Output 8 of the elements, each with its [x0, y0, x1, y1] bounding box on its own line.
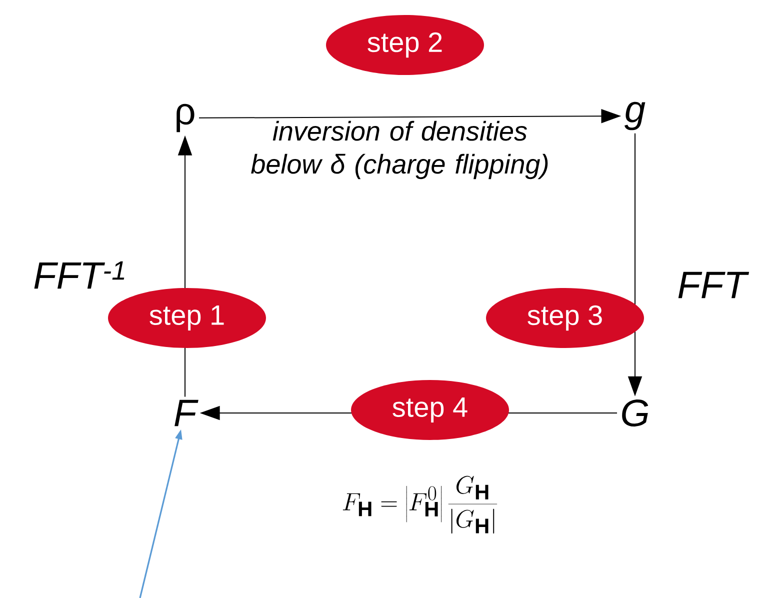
symbol: F [174, 400, 198, 426]
symbol: g [624, 102, 646, 130]
symbol: ρ [176, 104, 194, 132]
symbol: G [622, 400, 648, 426]
annotation-text: inversion of densities below δ (charge flipping) [251, 120, 548, 180]
transform-label: FFT [678, 272, 750, 298]
formula: $F_{\mathbf{H}}=\left|F^{0}_{\mathbf{H}}\right|\frac{G_{\mathbf{H}}}{\left|G_{\mathbf{H}}\right|}$ [342, 476, 498, 534]
transform-label: FFT$^{-1}$ [34, 261, 124, 289]
